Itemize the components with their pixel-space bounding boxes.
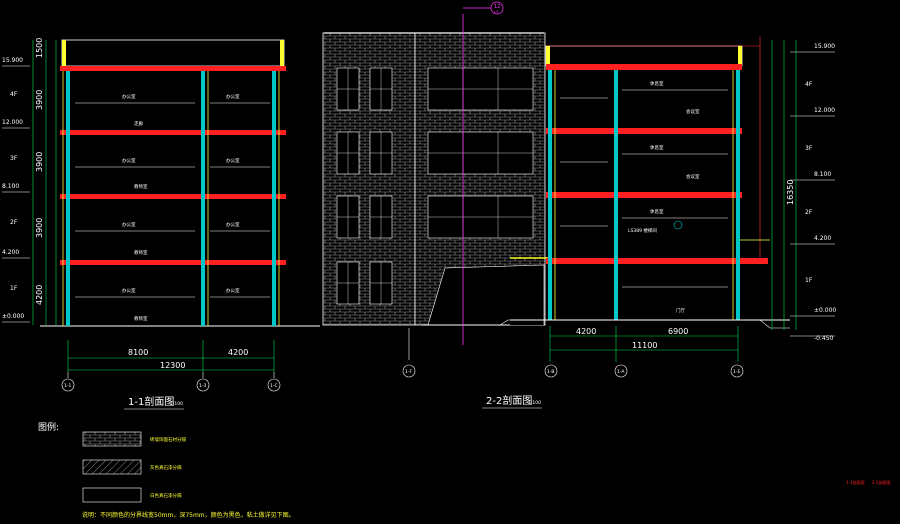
brick-elevation: 12 1-F 1-F	[322, 1, 550, 378]
s2-room-label-4: 会议室	[686, 173, 700, 180]
span-width-4200: 4200	[228, 348, 248, 357]
span-width-8100: 8100	[128, 348, 148, 357]
s2-room-label-1: 休息室	[650, 80, 664, 87]
room-label-12: 办公室	[226, 287, 240, 294]
corner-text-2: 2-2剖面图	[872, 479, 891, 485]
legend-swatch-brick	[82, 431, 142, 447]
level-15900: 15.900	[2, 57, 23, 64]
section1-parapet	[61, 39, 285, 67]
height-dim-3900-a: 3900	[35, 90, 44, 110]
legend-title: 图例:	[38, 421, 59, 433]
legend-note: 说明：不同颜色的分界线宽50mm，深75mm，颜色为黑色，粘土做详见下图。	[82, 511, 295, 519]
legend-item-1: 砖墙饰面石材分隔	[150, 436, 186, 443]
height-dim-3900-b: 3900	[35, 152, 44, 172]
axis-bubble-1-c: 1-C	[270, 383, 278, 389]
floor-2f: 2F	[10, 219, 18, 226]
s2-level-minus-450: -0.450	[814, 335, 834, 342]
s2-room-label-2: 会议室	[686, 108, 700, 115]
level-12000: 12.000	[2, 119, 23, 126]
s2-level-15900: 15.900	[814, 43, 835, 50]
room-label-1: 办公室	[122, 93, 136, 100]
legend-swatch-hatch	[82, 459, 142, 475]
section2-scale: 1:100	[528, 400, 541, 406]
level-8100: 8.100	[2, 183, 19, 190]
floor-4f: 4F	[10, 91, 18, 98]
section2-columns	[548, 70, 740, 320]
legend-item-3: 白色真石漆分隔	[150, 492, 182, 499]
legend: 图例: 砖墙饰面石材分隔 灰色真石漆分隔 白色真石漆分隔 说明：不同颜色的分界线…	[38, 421, 295, 519]
axis-bubble-1-1: 1-1	[64, 383, 71, 389]
section1-level-markers: 15.900 12.000 8.100 4.200 ±0.000 4F 3F 2…	[2, 57, 30, 323]
room-label-10: 办公室	[226, 157, 240, 164]
corner-text-1: 1-1剖面图	[846, 479, 865, 485]
s2-axis-bubble-2: 1-A	[617, 369, 625, 375]
room-label-8: 教师室	[134, 315, 148, 322]
s2-level-12000: 12.000	[814, 107, 835, 114]
room-label-6: 教师室	[134, 249, 148, 256]
s2-span-width-4200: 4200	[576, 327, 596, 336]
s2-floor-1f: 1F	[805, 277, 813, 284]
legend-item-2: 灰色真石漆分隔	[150, 464, 182, 471]
section2-title: 2-2剖面图	[486, 394, 532, 407]
legend-swatch-white	[82, 487, 142, 503]
section1-slabs	[60, 66, 286, 265]
level-4200: 4.200	[2, 249, 19, 256]
room-label-3: 办公室	[122, 157, 136, 164]
s2-axis-bubble-3: 1-E	[733, 369, 740, 375]
section1-axes	[61, 372, 281, 392]
room-label-2: 走廊	[134, 120, 143, 127]
s2-span-width-6900: 6900	[668, 327, 688, 336]
height-dim-3900-c: 3900	[35, 218, 44, 238]
s2-axis-bubble-1: 1-B	[547, 369, 554, 375]
s2-floor-2f: 2F	[805, 209, 813, 216]
height-dim-4200: 4200	[35, 285, 44, 305]
s2-level-0000: ±0.000	[814, 307, 836, 314]
section-2-2: 休息室 会议室 休息室 会议室 休息室 门厅 LS389 楼梯间 15.900 …	[482, 36, 836, 409]
s2-room-label-6: 门厅	[676, 307, 685, 314]
s2-overall-width: 11100	[632, 341, 657, 350]
floor-3f: 3F	[10, 155, 18, 162]
grid-bubble-sub: 1-F	[493, 10, 499, 14]
floor-1f: 1F	[10, 285, 18, 292]
room-label-9: 办公室	[226, 93, 240, 100]
room-label-5: 办公室	[122, 221, 136, 228]
s2-level-4200: 4.200	[814, 235, 831, 242]
height-dim-1500: 1500	[35, 38, 44, 58]
room-label-4: 教师室	[134, 183, 148, 190]
s2-note: LS389 楼梯间	[628, 227, 657, 234]
axis-bubble-1-f: 1-F	[405, 369, 412, 375]
level-0000: ±0.000	[2, 313, 24, 320]
room-label-7: 办公室	[122, 287, 136, 294]
section2-level-markers: 15.900 12.000 8.100 4.200 ±0.000 -0.450 …	[790, 43, 836, 342]
grid-bubble-number: 12	[494, 4, 500, 10]
section1-columns	[66, 71, 276, 326]
room-label-11: 办公室	[226, 221, 240, 228]
section-1-1: 15.900 12.000 8.100 4.200 ±0.000 4F 3F 2…	[2, 38, 320, 410]
axis-bubble-1-3: 1-3	[199, 383, 206, 389]
s2-level-8100: 8.100	[814, 171, 831, 178]
s2-room-label-3: 休息室	[650, 144, 664, 151]
s2-room-label-5: 休息室	[650, 208, 664, 215]
section1-title: 1-1剖面图	[128, 395, 174, 408]
section1-height-dims	[32, 40, 57, 325]
section1-width-dims	[67, 340, 275, 372]
s2-floor-3f: 3F	[805, 145, 813, 152]
s2-floor-4f: 4F	[805, 81, 813, 88]
s2-total-height: 16350	[786, 180, 795, 205]
section1-scale: 1:100	[170, 401, 183, 407]
section2-slabs	[546, 64, 768, 264]
overall-width-12300: 12300	[160, 361, 185, 370]
